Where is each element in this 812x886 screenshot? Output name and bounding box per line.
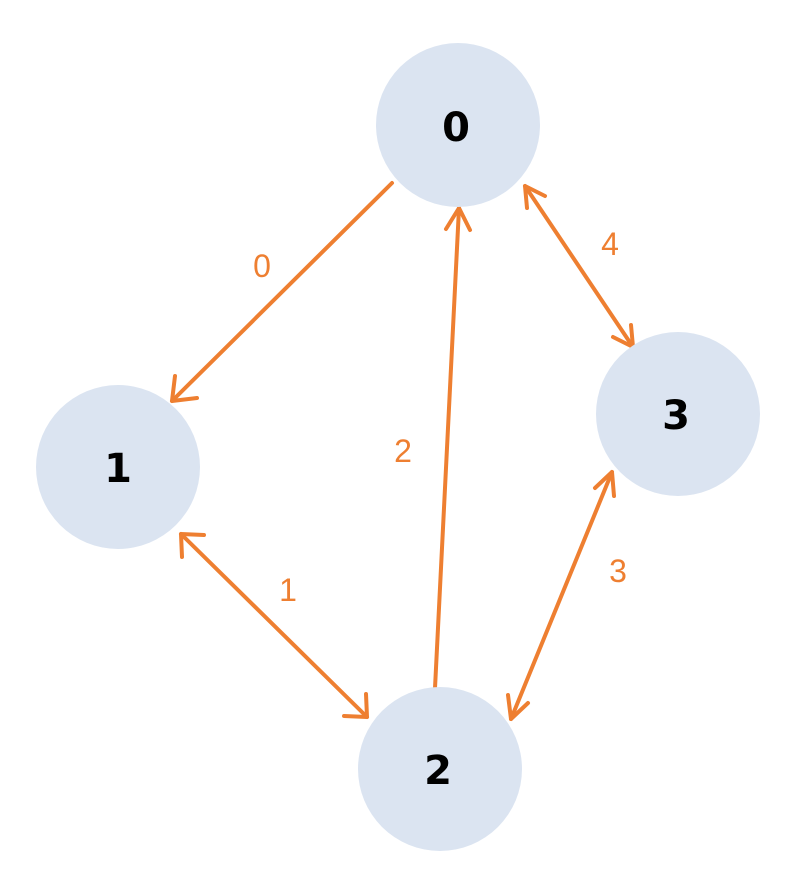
node-0: 0 [376, 43, 540, 207]
edge-0-to-1: 0 [170, 181, 394, 403]
node-label: 2 [424, 748, 452, 794]
edge-1-to-2: 1 [179, 532, 369, 719]
node-1: 1 [36, 385, 200, 549]
node-3: 3 [596, 332, 760, 496]
edge-label: 2 [394, 433, 412, 469]
node-label: 1 [104, 446, 132, 492]
arrowhead-at-node-1 [179, 532, 206, 559]
node-circle [596, 332, 760, 496]
edge-2-to-0: 2 [394, 206, 472, 690]
node-circle [358, 687, 522, 851]
edge-0-to-3: 4 [523, 184, 635, 349]
arrowhead-at-node-3 [593, 470, 616, 498]
arrowhead-at-node-2 [506, 693, 530, 721]
edge-label: 1 [279, 572, 297, 608]
edge-label: 4 [601, 226, 619, 262]
arrowhead-at-node-2 [342, 692, 369, 719]
arrowhead-at-node-3 [611, 323, 635, 349]
edge-label: 0 [253, 248, 271, 284]
edges-layer: 0 1 2 3 4 [170, 181, 635, 721]
edge-label: 3 [609, 553, 627, 589]
arrowhead-at-node-0 [444, 206, 472, 232]
arrowhead-at-node-0 [523, 184, 547, 210]
node-circle [376, 43, 540, 207]
node-2: 2 [358, 687, 522, 851]
arrowhead-at-node-1 [170, 374, 199, 403]
node-label: 3 [662, 393, 690, 439]
nodes-layer: 0 1 2 3 [36, 43, 760, 851]
edge-2-to-3: 3 [506, 470, 627, 721]
node-label: 0 [442, 105, 470, 151]
node-circle [36, 385, 200, 549]
